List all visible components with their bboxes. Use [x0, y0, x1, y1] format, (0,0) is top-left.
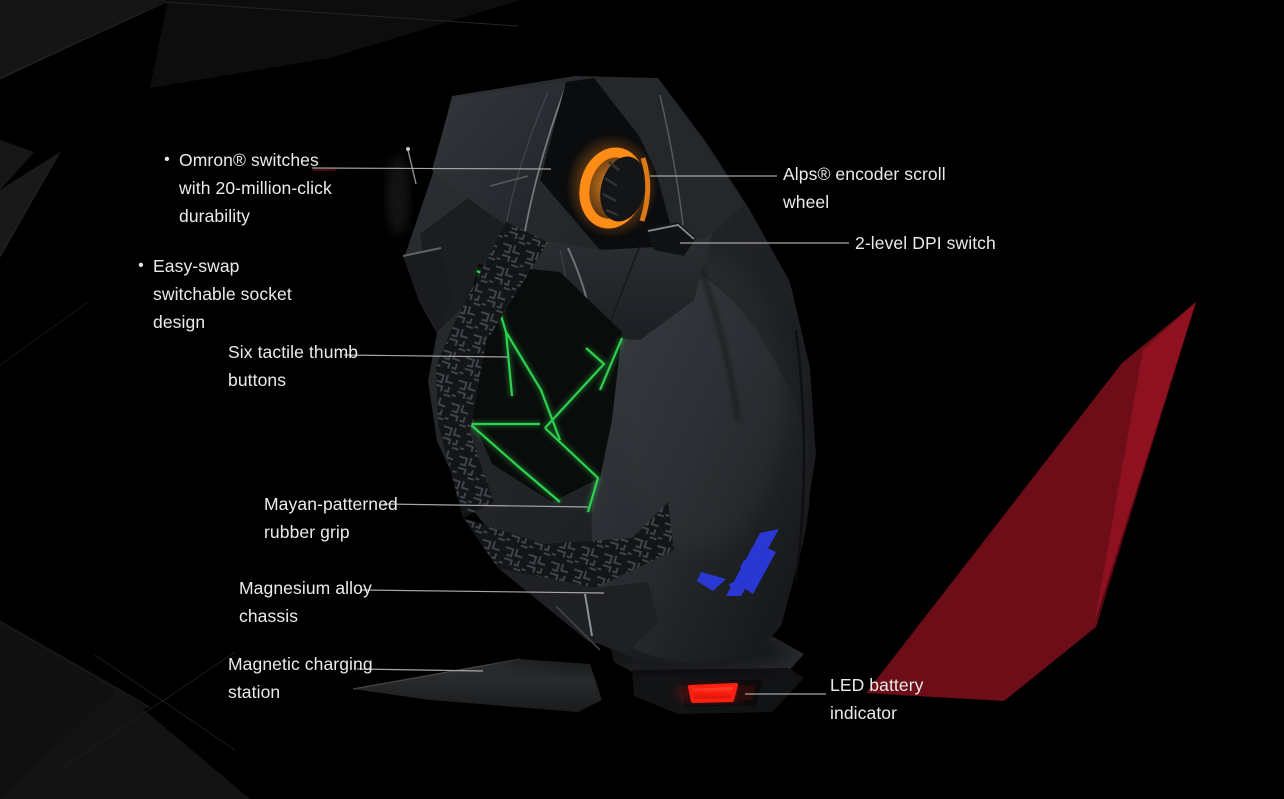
- right-click-button: [594, 78, 744, 246]
- gaming-mouse: [386, 76, 816, 672]
- bullet-icon: •: [138, 257, 144, 274]
- leader-omron-switches: [311, 167, 552, 170]
- rog-logo-icon: [697, 529, 779, 596]
- callout-label: Mayan-patterned rubber grip: [264, 494, 398, 542]
- scroll-wheel: [566, 134, 658, 238]
- front-chin: [498, 568, 658, 652]
- callout-label: Alps® encoder scroll wheel: [783, 164, 946, 212]
- bullet-icon: •: [164, 151, 170, 168]
- callout-label: Magnetic charging station: [228, 654, 373, 702]
- callout-easy-swap-socket: • Easy-swap switchable socket design: [135, 252, 292, 336]
- leader-charging-station: [356, 668, 484, 672]
- callout-omron-switches: • Omron® switches with 20-million-click …: [161, 146, 332, 230]
- callout-battery-indicator: LED battery indicator: [830, 671, 924, 727]
- dpi-switch: [646, 222, 696, 256]
- callout-rubber-grip: Mayan-patterned rubber grip: [264, 490, 398, 546]
- leader-chassis: [359, 589, 605, 594]
- callout-label: 2-level DPI switch: [855, 233, 996, 253]
- callout-magnesium-chassis: Magnesium alloy chassis: [239, 574, 372, 630]
- dock-wedge: [352, 658, 602, 712]
- antenna-wire: [407, 149, 417, 185]
- bokeh-highlight: [386, 155, 410, 235]
- mayan-rubber-grip: [436, 222, 674, 588]
- thumb-buttons-panel: [464, 264, 625, 513]
- red-accent-shape: [866, 302, 1196, 701]
- callout-thumb-buttons: Six tactile thumb buttons: [228, 338, 358, 394]
- callout-scroll-wheel: Alps® encoder scroll wheel: [783, 160, 946, 216]
- background-facets: [0, 0, 520, 799]
- callout-dpi-switch: 2-level DPI switch: [855, 229, 996, 257]
- side-wing-plate: [402, 247, 452, 331]
- callout-label: Magnesium alloy chassis: [239, 578, 372, 626]
- left-click-button: [432, 82, 567, 238]
- leader-rubber-grip: [383, 503, 589, 508]
- leader-lines: [311, 167, 849, 695]
- led-battery-indicator: [676, 679, 763, 707]
- antenna-tip: [406, 147, 410, 151]
- callout-label: Six tactile thumb buttons: [228, 342, 359, 390]
- callout-charging-station: Magnetic charging station: [228, 650, 373, 706]
- callout-label: LED battery indicator: [830, 675, 924, 723]
- callout-label: Omron® switches with 20-million-click du…: [179, 150, 332, 226]
- leader-thumb-buttons: [343, 354, 509, 358]
- callout-label: Easy-swap switchable socket design: [153, 256, 292, 332]
